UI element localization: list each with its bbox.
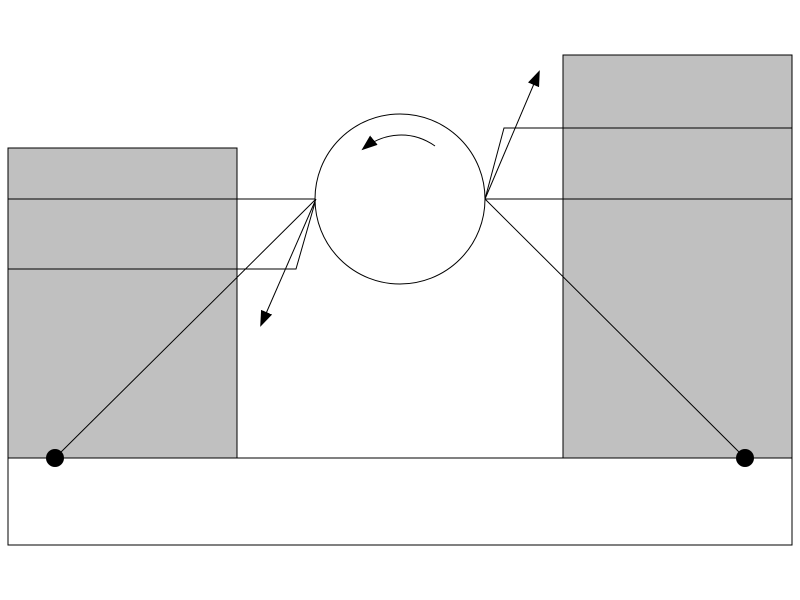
left-block [7, 147, 238, 459]
right-offset-line [484, 127, 792, 200]
rotation-arrow [361, 134, 436, 151]
right-force-arrow [484, 70, 540, 200]
base-platform [7, 457, 793, 546]
left-pivot [46, 449, 64, 467]
right-pivot [736, 449, 754, 467]
left-force-arrow [260, 198, 317, 327]
right-block [562, 54, 793, 459]
right-diagonal-link [484, 198, 746, 459]
center-disc [314, 113, 486, 285]
left-offset-line [8, 198, 317, 270]
left-diagonal-link [54, 198, 317, 459]
